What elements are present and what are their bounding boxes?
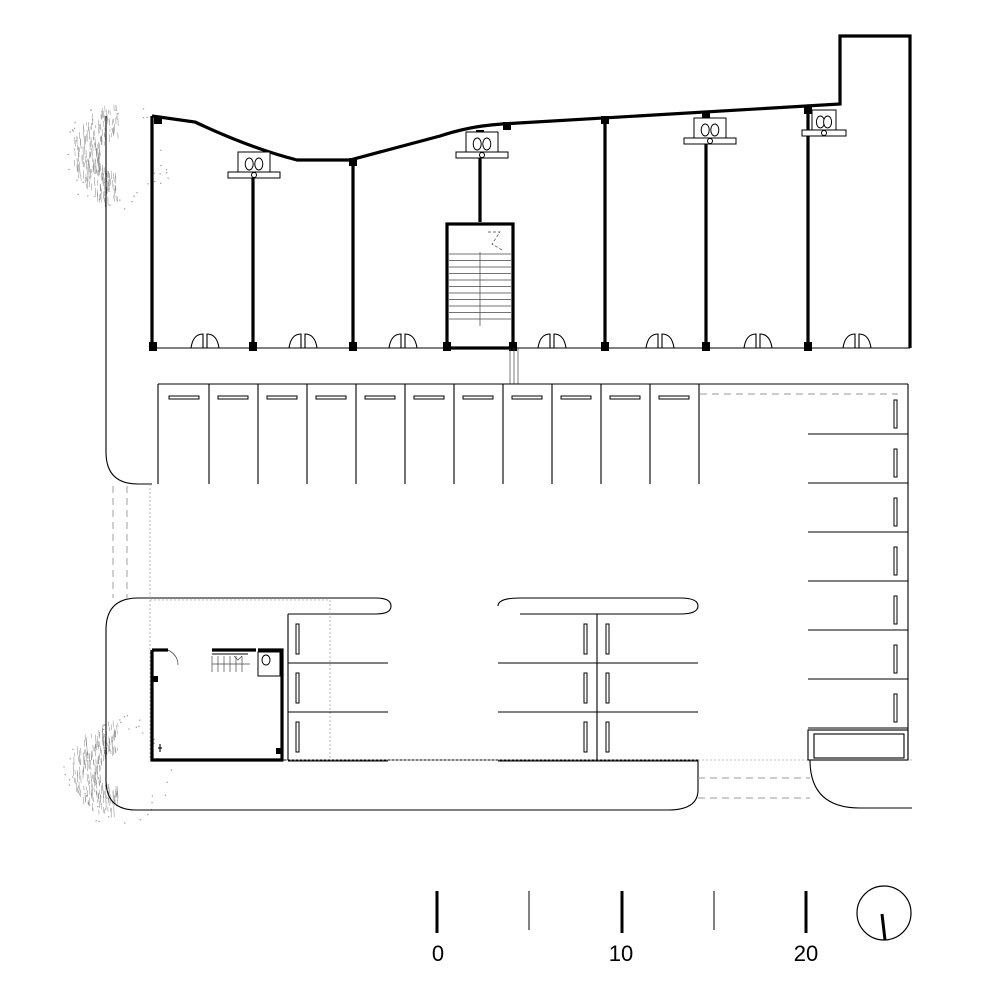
parking-stall xyxy=(560,384,602,484)
tree-bottom-left-icon xyxy=(63,715,173,824)
parking-stall xyxy=(266,384,308,484)
storefront-doors xyxy=(190,333,872,349)
parking-stall xyxy=(288,672,388,713)
wheel-stop xyxy=(605,672,610,704)
column-2 xyxy=(349,342,357,351)
wheel-stop xyxy=(413,395,445,400)
door-swing-2 xyxy=(388,333,418,349)
scale-label-10: 10 xyxy=(609,941,633,966)
parking-stall xyxy=(658,384,700,484)
parking-stall xyxy=(808,399,908,435)
scale-label-0: 0 xyxy=(432,941,444,966)
parking-stalls-right-column xyxy=(808,399,908,729)
restroom-icon xyxy=(455,131,509,159)
wheel-stop xyxy=(893,644,898,674)
door-swing-1 xyxy=(288,333,318,349)
wheel-stop xyxy=(364,395,396,400)
parking-stall xyxy=(808,693,908,729)
wheel-stop xyxy=(315,395,347,400)
wheel-stop xyxy=(560,395,592,400)
column-top-4 xyxy=(503,122,511,130)
column-5 xyxy=(601,342,609,351)
curb-lines xyxy=(105,116,912,811)
restroom-icon xyxy=(801,109,847,137)
wheel-stop xyxy=(583,623,588,655)
wheel-stop xyxy=(583,721,588,753)
parking-stalls-top-row xyxy=(157,383,909,760)
wheel-stop xyxy=(893,595,898,625)
parking-stall xyxy=(168,384,210,484)
north-arrow-icon xyxy=(856,885,912,941)
column-top-2 xyxy=(349,158,357,166)
door-swing-0 xyxy=(190,333,220,349)
parking-stall xyxy=(609,384,651,484)
door-swing-4 xyxy=(645,333,675,349)
scale-bar: 0 10 20 xyxy=(432,891,818,966)
parking-stall xyxy=(217,384,259,484)
wheel-stop xyxy=(462,395,494,400)
column-top-6 xyxy=(702,112,710,120)
wheel-stop xyxy=(266,395,298,400)
column-7 xyxy=(804,342,812,351)
parking-stall xyxy=(462,384,504,484)
wheel-stop xyxy=(893,448,898,478)
parking-stall xyxy=(288,623,388,664)
wheel-stop xyxy=(893,399,898,429)
wheel-stop xyxy=(217,395,249,400)
parking-stall xyxy=(808,497,908,533)
door-swing-6 xyxy=(842,333,872,349)
door-swing-3 xyxy=(537,333,567,349)
restroom-fixtures xyxy=(227,109,847,179)
restroom-icon xyxy=(227,151,281,179)
parking-stall xyxy=(364,384,406,484)
parking-stall xyxy=(808,595,908,631)
parking-stall xyxy=(498,672,698,713)
parking-stall xyxy=(808,448,908,484)
column-1 xyxy=(249,342,257,351)
parking-stall xyxy=(288,721,388,762)
parking-stall xyxy=(498,623,698,664)
column-top-0 xyxy=(154,116,162,124)
wheel-stop xyxy=(295,721,300,753)
wheel-stop xyxy=(658,395,690,400)
wheel-stop xyxy=(168,395,200,400)
parking-stall xyxy=(498,721,698,762)
parking-stall xyxy=(413,384,455,484)
column-top-7 xyxy=(804,106,812,114)
parking-stall xyxy=(511,384,553,484)
scale-label-20: 20 xyxy=(794,941,818,966)
wheel-stop xyxy=(605,623,610,655)
parking-stalls-lower-left xyxy=(287,614,388,762)
column-top-5 xyxy=(601,116,609,124)
parking-stall xyxy=(808,546,908,582)
parking-stalls-center-island xyxy=(498,614,698,762)
wheel-stop xyxy=(605,721,610,753)
wheel-stop xyxy=(511,395,543,400)
restroom-icon xyxy=(683,117,737,145)
wheel-stop xyxy=(893,693,898,723)
parking-stall xyxy=(808,644,908,680)
wheel-stop xyxy=(295,672,300,704)
wheel-stop xyxy=(893,546,898,576)
parking-stall xyxy=(315,384,357,484)
dumpster-enclosure xyxy=(807,729,909,761)
wheel-stop xyxy=(893,497,898,527)
wheel-stop xyxy=(295,623,300,655)
wheel-stop xyxy=(583,672,588,704)
column-0 xyxy=(149,342,157,351)
column-6 xyxy=(702,342,710,351)
wheel-stop xyxy=(609,395,641,400)
small-building xyxy=(150,648,284,762)
building-outline xyxy=(150,34,912,349)
stair-core xyxy=(445,222,519,384)
tree-top-left-icon xyxy=(67,104,169,210)
door-swing-5 xyxy=(743,333,773,349)
unit-partitions xyxy=(251,106,810,348)
